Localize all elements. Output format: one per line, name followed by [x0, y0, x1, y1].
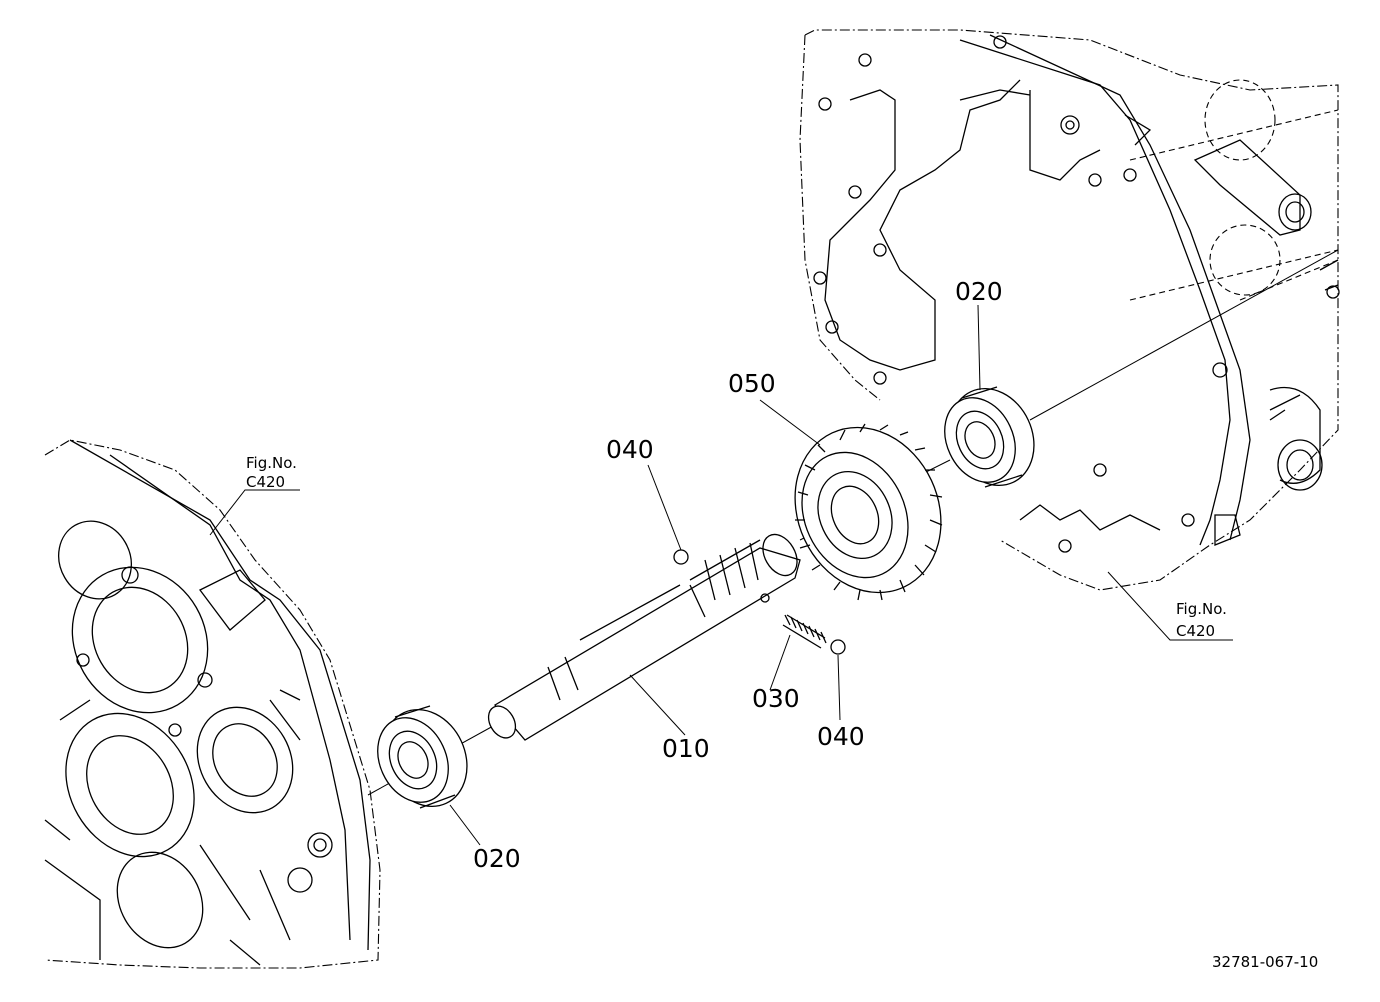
part-label-040: 040: [817, 722, 865, 751]
left-housing: [44, 439, 381, 969]
figure-ref-label: Fig.No.: [1176, 600, 1227, 618]
drawing-code: 32781-067-10: [1212, 953, 1318, 971]
ball-040-lower: [830, 639, 846, 655]
figure-ref-code: C420: [246, 473, 285, 491]
figure-ref-label: Fig.No.: [246, 454, 297, 472]
shaft-010: [487, 533, 801, 741]
ball-040-upper: [673, 549, 689, 565]
gear-050: [794, 423, 943, 601]
part-label-020: 020: [473, 844, 521, 873]
part-label-020: 020: [955, 277, 1003, 306]
part-label-050: 050: [728, 369, 776, 398]
bearing-020-left: [377, 705, 468, 809]
bearing-020-right: [944, 386, 1035, 488]
leader-lines: [209, 304, 1233, 846]
spring-030: [782, 614, 827, 649]
figure-ref-code: C420: [1176, 622, 1215, 640]
part-label-010: 010: [662, 734, 710, 763]
part-label-040: 040: [606, 435, 654, 464]
part-label-030: 030: [752, 684, 800, 713]
right-housing: [799, 29, 1340, 591]
